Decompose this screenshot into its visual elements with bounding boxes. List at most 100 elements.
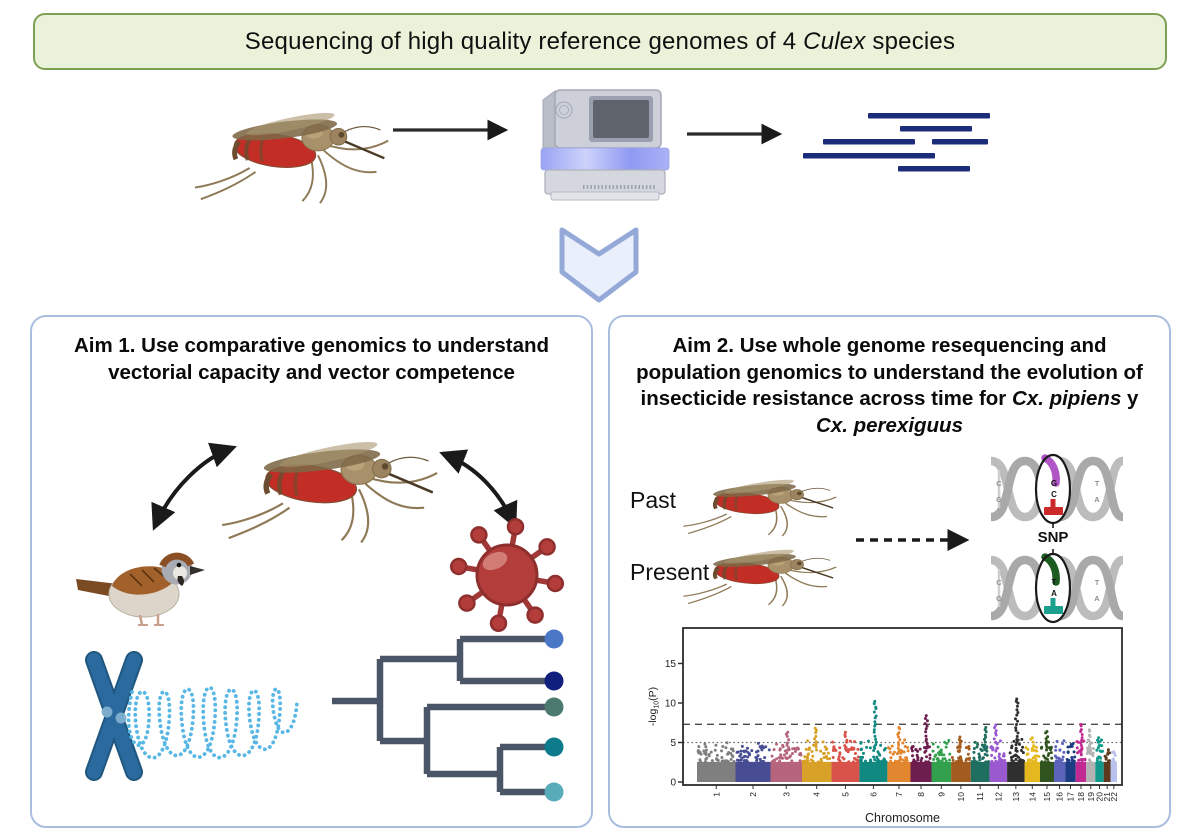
- chromosome-block: [697, 761, 736, 782]
- banner-text-prefix: Sequencing of high quality reference gen…: [244, 27, 804, 55]
- tree-tip: [544, 737, 564, 757]
- base-letter: G: [996, 495, 1002, 504]
- x-tick-label: 20: [1095, 792, 1105, 802]
- chromosome-block: [989, 761, 1008, 782]
- chromosome-block: [859, 761, 888, 782]
- chromosome-points: [1095, 736, 1105, 764]
- chromosome-points: [696, 741, 736, 764]
- y-tick-label: 15: [665, 659, 677, 670]
- x-tick-label: 19: [1086, 792, 1096, 802]
- x-tick-label: 15: [1042, 792, 1052, 802]
- x-tick-label: 14: [1027, 792, 1037, 802]
- x-tick-label: 5: [840, 792, 850, 797]
- aim2-title-connector: y: [1121, 387, 1139, 411]
- chromosome-points: [886, 725, 910, 764]
- x-tick-label: 2: [748, 792, 758, 797]
- chromosome-block: [1065, 761, 1076, 782]
- dashed-arrow-right-icon: [856, 528, 970, 552]
- dna-helix-snp-past: C G T A G C: [990, 453, 1125, 528]
- chromosome-points: [1065, 742, 1077, 764]
- base-letter: T: [1095, 479, 1100, 488]
- chromosome-block: [887, 761, 911, 782]
- chromosome-points: [831, 730, 860, 764]
- base-letter: A: [1094, 594, 1100, 603]
- mosquito-illustration: [220, 412, 448, 548]
- chromosome-points: [735, 741, 771, 764]
- chromosome-block: [735, 761, 771, 782]
- chromosome-block: [1103, 761, 1111, 782]
- chromosome-block: [1086, 761, 1096, 782]
- chromosome-block: [1054, 761, 1066, 782]
- chromosome-points: [910, 714, 932, 764]
- aim1-title: Aim 1. Use comparative genomics to under…: [52, 333, 571, 386]
- aim2-title-text: Aim 2. Use whole genome resequencing and…: [636, 334, 1143, 411]
- mosquito-illustration: [681, 545, 839, 608]
- x-tick-label: 13: [1011, 792, 1021, 802]
- chromosome-points: [1008, 697, 1026, 763]
- x-tick-label: 1: [711, 792, 721, 797]
- x-tick-label: 11: [975, 792, 985, 801]
- bird-illustration: [76, 552, 205, 626]
- chromosome-block: [770, 761, 802, 782]
- x-tick-label: 7: [894, 792, 904, 797]
- y-tick-label: 0: [670, 778, 676, 789]
- chromosome-points: [1024, 736, 1041, 764]
- x-tick-label: 10: [956, 792, 966, 802]
- chromosome-points: [1085, 728, 1095, 764]
- chromosome-block: [1040, 761, 1054, 782]
- chromosome-points: [970, 725, 991, 764]
- aim2-species1-italic: Cx. pipiens: [1011, 387, 1122, 411]
- chromosome-points: [1039, 729, 1054, 764]
- sequence-read: [803, 153, 935, 159]
- chromosome-block: [1007, 761, 1025, 782]
- x-tick-label: 6: [868, 792, 878, 797]
- tree-tip: [544, 671, 564, 691]
- banner-species-italic: Culex: [803, 27, 866, 55]
- base-letter: A: [1094, 495, 1100, 504]
- double-arrow-mosquito-bird: [151, 442, 237, 531]
- past-label: Past: [630, 487, 677, 513]
- snp-base-letter: T: [1052, 578, 1057, 587]
- chromosome-points: [989, 723, 1007, 764]
- x-tick-label: 12: [993, 792, 1003, 802]
- x-tick-label: 9: [936, 792, 946, 797]
- sequence-read: [868, 113, 990, 119]
- snp-base-letter: A: [1051, 589, 1057, 598]
- dna-helix-snp-present: C G T A T A: [990, 549, 1125, 624]
- chromosome-block: [831, 761, 860, 782]
- chromosome-block: [1095, 761, 1104, 782]
- chromosome-points: [859, 699, 888, 764]
- aim2-panel: Aim 2. Use whole genome resequencing and…: [608, 315, 1171, 828]
- sequence-read: [900, 126, 972, 132]
- y-axis-label: -log10(P): [647, 687, 661, 726]
- x-axis-label: Chromosome: [865, 811, 940, 825]
- chevron-down-icon: [559, 227, 639, 303]
- arrow-right-icon: [393, 119, 509, 141]
- chromosome-block: [802, 761, 832, 782]
- tree-tip: [544, 697, 564, 717]
- tree-tip: [544, 782, 564, 802]
- x-tick-label: 8: [916, 792, 926, 797]
- dna-sequencer-illustration: [540, 89, 670, 201]
- snp-base-letter: G: [1051, 479, 1057, 488]
- sequence-reads-illustration: [803, 113, 990, 172]
- y-tick-label: 5: [670, 738, 676, 749]
- chromosome-points: [1110, 750, 1117, 764]
- title-banner: Sequencing of high quality reference gen…: [33, 13, 1167, 70]
- x-tick-label: 21: [1102, 792, 1112, 802]
- x-tick-label: 17: [1065, 792, 1075, 802]
- arrow-right-icon: [687, 123, 783, 145]
- snp-base-letter: C: [1051, 490, 1057, 499]
- x-tick-label: 3: [781, 792, 791, 797]
- chromosome-points: [1075, 722, 1087, 763]
- base-letter: G: [996, 594, 1002, 603]
- chromosome-points: [950, 735, 971, 764]
- base-letter: C: [996, 479, 1002, 488]
- sequence-read: [898, 166, 970, 172]
- phylogenetic-tree: [332, 629, 564, 802]
- y-tick-label: 10: [665, 699, 677, 710]
- base-letter: T: [1095, 578, 1100, 587]
- base-letter: C: [996, 578, 1002, 587]
